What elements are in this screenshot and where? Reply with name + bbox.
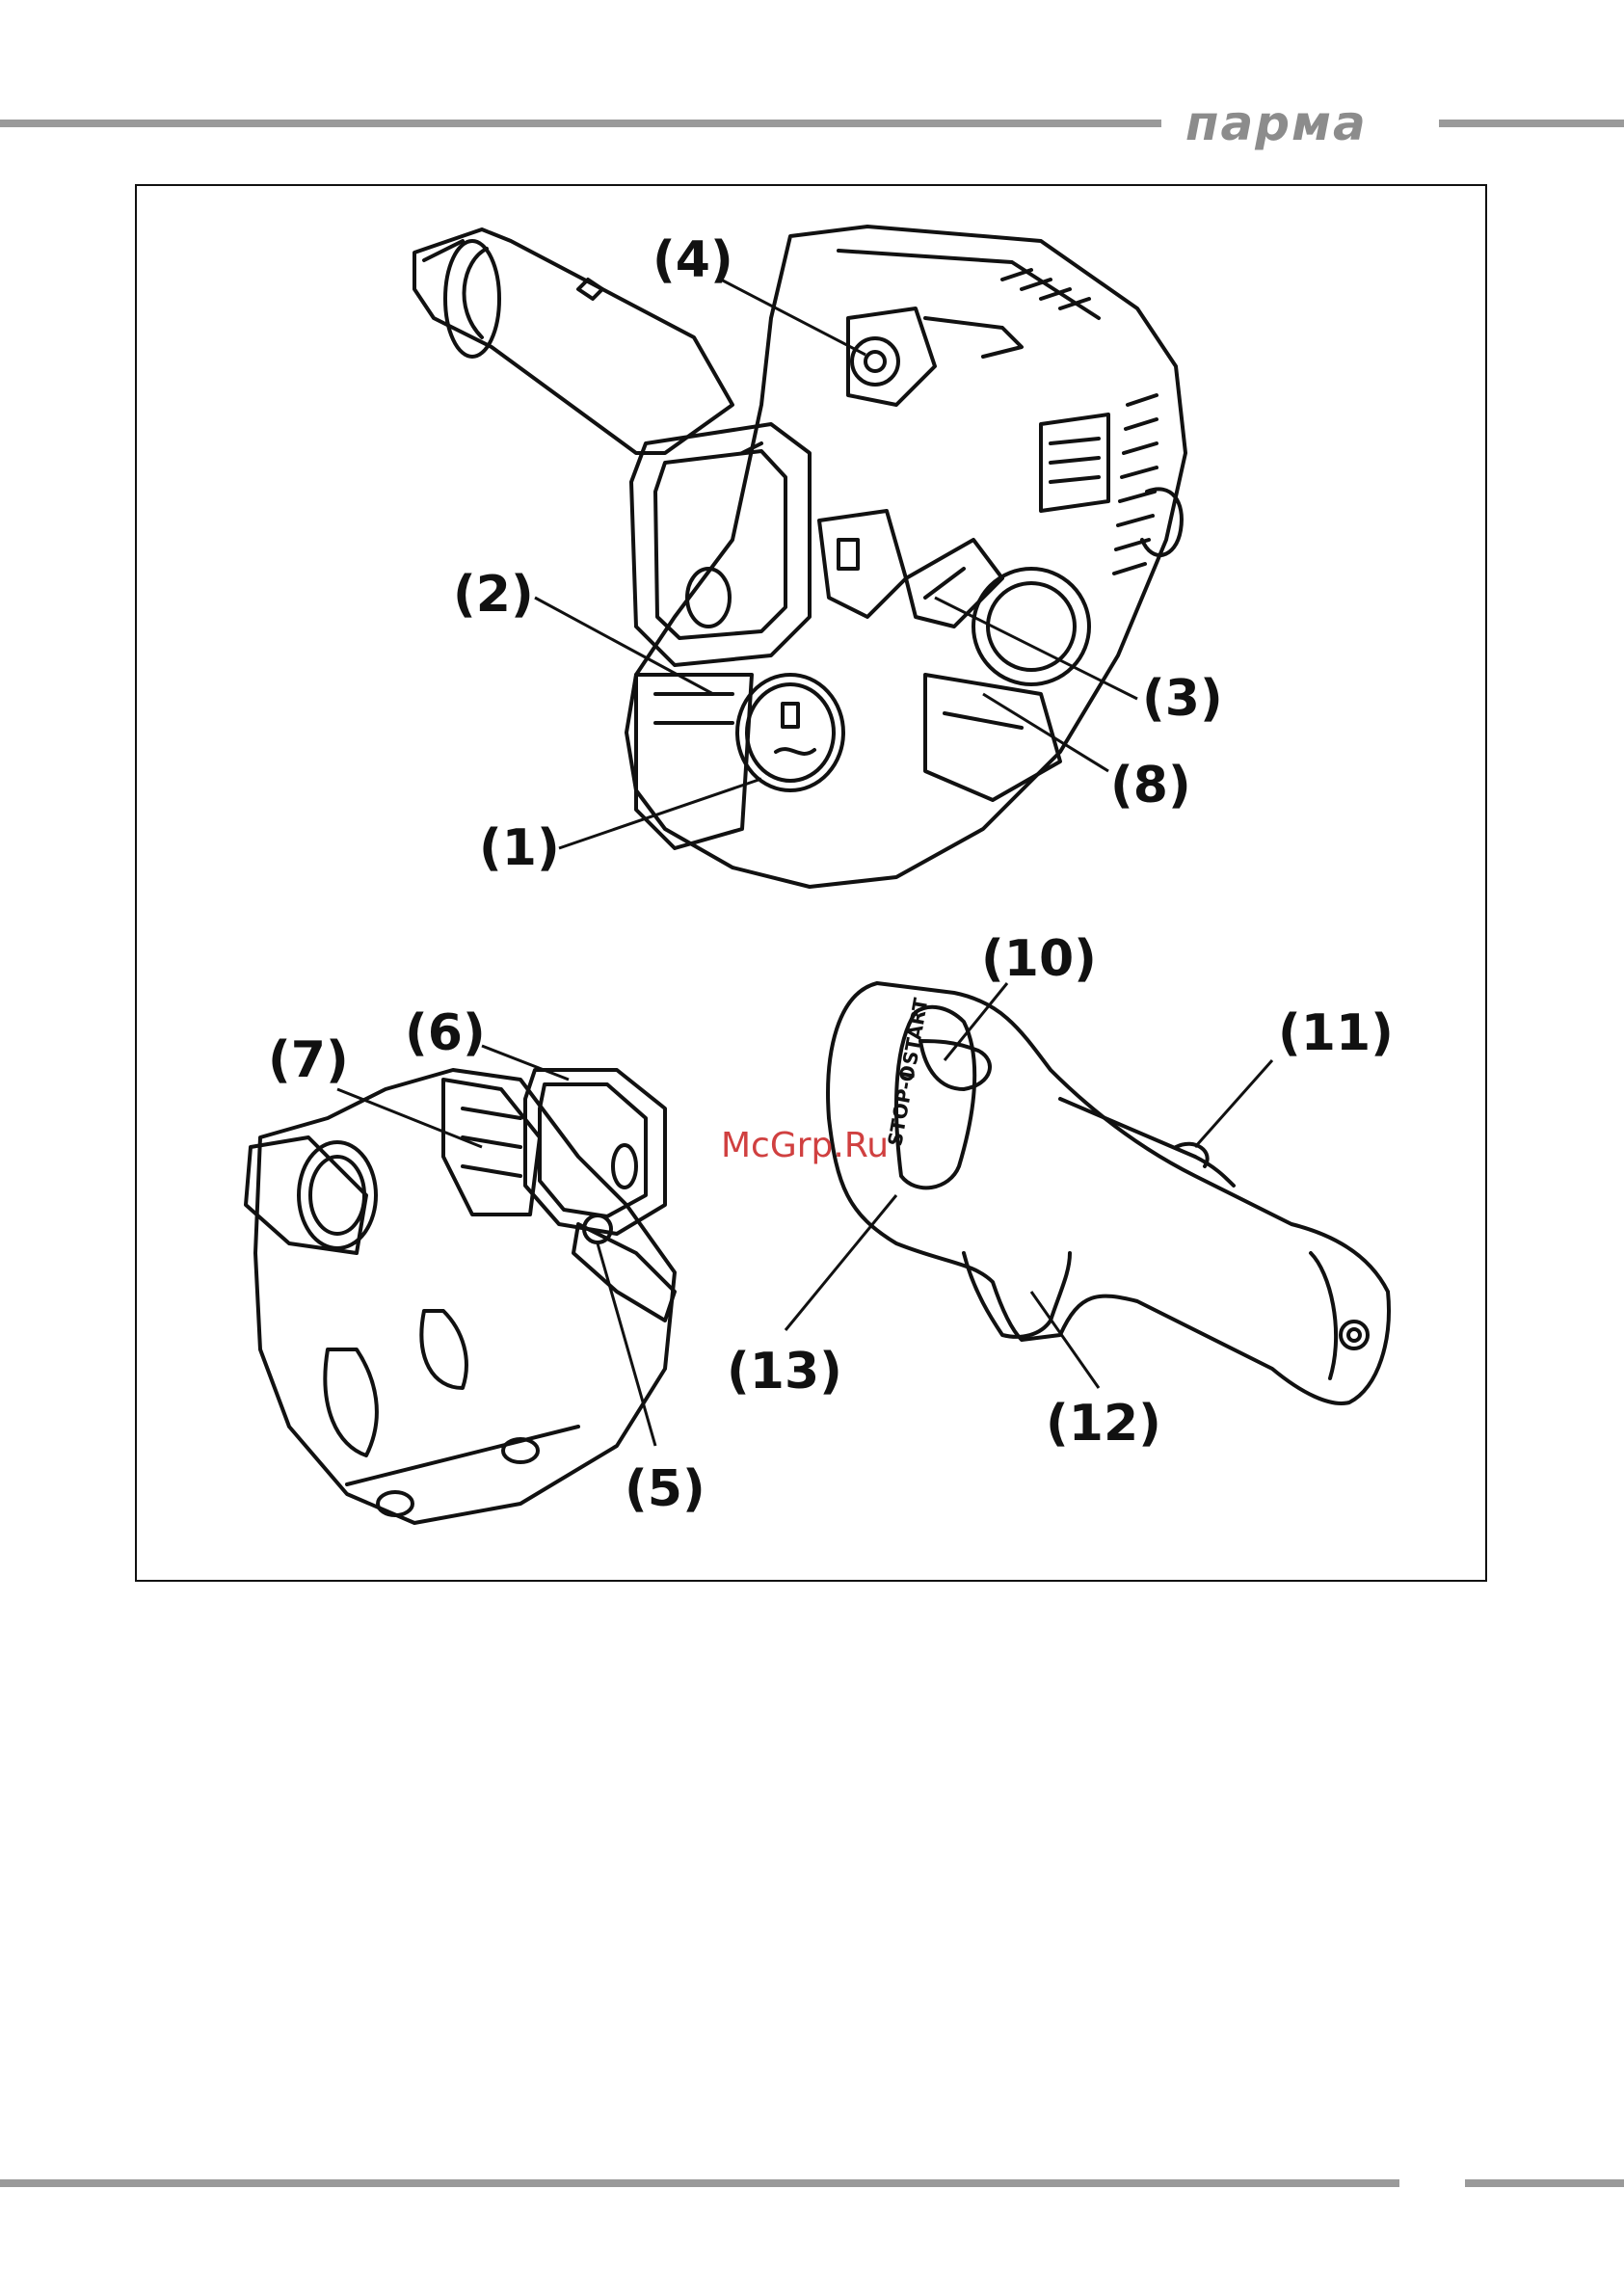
leader-line-12 (1031, 1292, 1099, 1388)
callout-6: (6) (405, 1004, 486, 1062)
callout-1: (1) (479, 819, 560, 877)
callout-12: (12) (1046, 1395, 1161, 1453)
leader-lines (337, 280, 1272, 1446)
watermark-text: McGrp.Ru (721, 1126, 889, 1165)
callout-4: (4) (652, 231, 733, 289)
callout-8: (8) (1110, 757, 1191, 814)
leader-line-2 (535, 598, 713, 694)
callout-11: (11) (1278, 1004, 1394, 1062)
leader-line-11 (1195, 1060, 1272, 1147)
leader-line-5 (598, 1243, 655, 1446)
leader-line-1 (559, 779, 761, 848)
callout-10: (10) (981, 930, 1097, 988)
engine-unit-drawing (414, 227, 1185, 887)
callout-2: (2) (453, 566, 534, 624)
footer-rule-right (1465, 2179, 1624, 2187)
leader-line-4 (721, 280, 865, 355)
leader-line-13 (785, 1195, 896, 1330)
callout-5: (5) (625, 1460, 706, 1518)
callout-7: (7) (268, 1031, 349, 1089)
footer-rule-left (0, 2179, 1399, 2187)
callout-3: (3) (1142, 670, 1223, 728)
leader-line-7 (337, 1089, 482, 1147)
callout-13: (13) (727, 1343, 842, 1401)
